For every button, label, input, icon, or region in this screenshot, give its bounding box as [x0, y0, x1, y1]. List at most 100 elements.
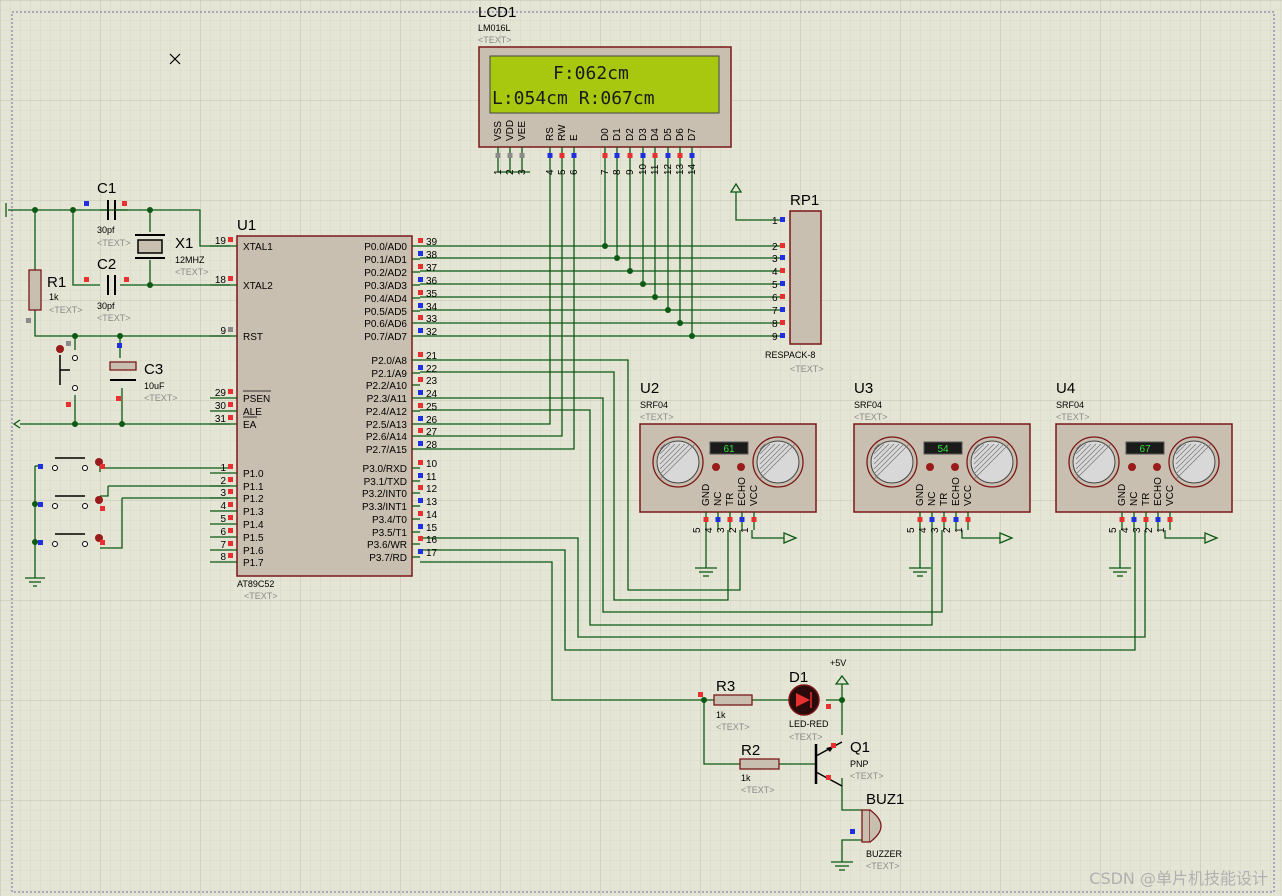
u1-pin-marker[interactable]	[228, 541, 233, 546]
u1-pin-marker[interactable]	[228, 402, 233, 407]
lcd1-pin-marker[interactable]	[602, 153, 608, 158]
lcd1-pin-marker[interactable]	[614, 153, 620, 158]
sensor-pin-marker[interactable]	[1131, 517, 1137, 522]
u1-pin-marker[interactable]	[418, 277, 423, 282]
lcd1-pin-marker[interactable]	[547, 153, 553, 158]
rp1-pin-marker[interactable]	[780, 243, 785, 248]
sensor-pin-marker[interactable]	[715, 517, 721, 522]
lcd1-pin-marker[interactable]	[507, 153, 513, 158]
u1-pin-marker[interactable]	[418, 328, 423, 333]
d1-component[interactable]: D1 LED-RED <TEXT>	[788, 669, 831, 742]
rp1-pin-marker[interactable]	[780, 294, 785, 299]
u1-pin-marker[interactable]	[228, 237, 233, 242]
sensor-pin-number: 4	[704, 527, 715, 533]
r2-component[interactable]: R2 1k <TEXT>	[739, 742, 780, 795]
sensor-pin-marker[interactable]	[965, 517, 971, 522]
u1-pin-marker[interactable]	[418, 549, 423, 554]
r3-component[interactable]: R3 1k <TEXT>	[698, 678, 753, 732]
sensor-pin-marker[interactable]	[1119, 517, 1125, 522]
u1-pin-marker[interactable]	[228, 553, 233, 558]
rp1-pin-marker[interactable]	[780, 320, 785, 325]
u1-pin-marker[interactable]	[418, 460, 423, 465]
sensor-pin-marker[interactable]	[727, 517, 733, 522]
u1-pin-marker[interactable]	[418, 511, 423, 516]
u1-pin-label: P0.2/AD2	[364, 268, 407, 279]
r1-component[interactable]: R1 1k <TEXT>	[26, 269, 83, 323]
lcd1-pin-marker[interactable]	[627, 153, 633, 158]
u1-pin-marker[interactable]	[228, 327, 233, 332]
u1-pin-marker[interactable]	[418, 238, 423, 243]
sensor-pin-marker[interactable]	[739, 517, 745, 522]
sensor-pin-marker[interactable]	[751, 517, 757, 522]
rp1-pin-marker[interactable]	[780, 255, 785, 260]
u1-pin-marker[interactable]	[418, 251, 423, 256]
u1-pin-marker[interactable]	[228, 515, 233, 520]
sensor-pin-marker[interactable]	[941, 517, 947, 522]
u1-pin-marker[interactable]	[418, 473, 423, 478]
rp1-pin-marker[interactable]	[780, 307, 785, 312]
rp1-pin-marker[interactable]	[780, 268, 785, 273]
sensor-pin-marker[interactable]	[929, 517, 935, 522]
u1-pin-marker[interactable]	[418, 352, 423, 357]
x1-component[interactable]: X1 12MHZ <TEXT>	[135, 234, 209, 277]
u1-pin-marker[interactable]	[418, 485, 423, 490]
u1-pin-marker[interactable]	[228, 502, 233, 507]
u1-pin-marker[interactable]	[228, 477, 233, 482]
lcd1-pin-marker[interactable]	[689, 153, 695, 158]
u1-pin-marker[interactable]	[228, 415, 233, 420]
u1-pin-marker[interactable]	[228, 389, 233, 394]
key-button-1[interactable]	[38, 457, 105, 471]
lcd1-pin-marker[interactable]	[652, 153, 658, 158]
lcd1-pin-marker[interactable]	[665, 153, 671, 158]
lcd1-pin-marker[interactable]	[519, 153, 525, 158]
u1-pin-marker[interactable]	[418, 403, 423, 408]
rp1-pin-marker[interactable]	[780, 281, 785, 286]
c3-component[interactable]: C3 10uF <TEXT>	[109, 343, 178, 403]
lcd1-pin-marker[interactable]	[677, 153, 683, 158]
lcd1-component[interactable]: LCD1 LM016L <TEXT> F:062cm L:054cm R:067…	[478, 4, 732, 175]
lcd1-pin-marker[interactable]	[495, 153, 501, 158]
buz1-component[interactable]: BUZ1 BUZZER <TEXT>	[850, 791, 904, 871]
u1-pin-marker[interactable]	[418, 441, 423, 446]
reset-button[interactable]	[56, 341, 78, 407]
u1-pin-marker[interactable]	[418, 315, 423, 320]
c1-component[interactable]: C1 30pf <TEXT>	[84, 180, 131, 248]
sensor-pin-marker[interactable]	[1155, 517, 1161, 522]
u1-pin-marker[interactable]	[418, 365, 423, 370]
u1-pin-marker[interactable]	[418, 264, 423, 269]
sensor-pin-marker[interactable]	[703, 517, 709, 522]
u1-component[interactable]: U1 AT89C52 <TEXT> XTAL119XTAL218RST9PSEN…	[210, 217, 438, 601]
u1-pin-marker[interactable]	[228, 464, 233, 469]
u1-pin-marker[interactable]	[418, 498, 423, 503]
lcd1-pin-marker[interactable]	[640, 153, 646, 158]
u1-pin-marker[interactable]	[418, 303, 423, 308]
u1-pin-marker[interactable]	[418, 416, 423, 421]
u1-pin-marker[interactable]	[228, 528, 233, 533]
u1-pin-marker[interactable]	[228, 489, 233, 494]
lcd1-pin-marker[interactable]	[559, 153, 565, 158]
u1-pin-marker[interactable]	[418, 536, 423, 541]
u1-pin-marker[interactable]	[228, 276, 233, 281]
lcd1-pin-marker[interactable]	[571, 153, 577, 158]
rp1-pin-marker[interactable]	[780, 217, 785, 222]
key-button-3[interactable]	[38, 533, 105, 547]
u1-pin-marker[interactable]	[418, 428, 423, 433]
u1-pin-marker[interactable]	[418, 377, 423, 382]
sensor-pin-marker[interactable]	[1167, 517, 1173, 522]
u1-pin-marker[interactable]	[418, 290, 423, 295]
q1-component[interactable]: Q1 PNP <TEXT>	[814, 739, 884, 787]
key-button-2[interactable]	[38, 495, 105, 511]
sensor-pin-marker[interactable]	[1143, 517, 1149, 522]
sensor-pin-marker[interactable]	[953, 517, 959, 522]
sensor-pin-marker[interactable]	[917, 517, 923, 522]
rp1-pin-marker[interactable]	[780, 333, 785, 338]
u1-pin-marker[interactable]	[418, 524, 423, 529]
ground-icon	[831, 861, 853, 871]
c2-component[interactable]: C2 30pf <TEXT>	[84, 256, 131, 323]
u1-pin-marker[interactable]	[418, 390, 423, 395]
